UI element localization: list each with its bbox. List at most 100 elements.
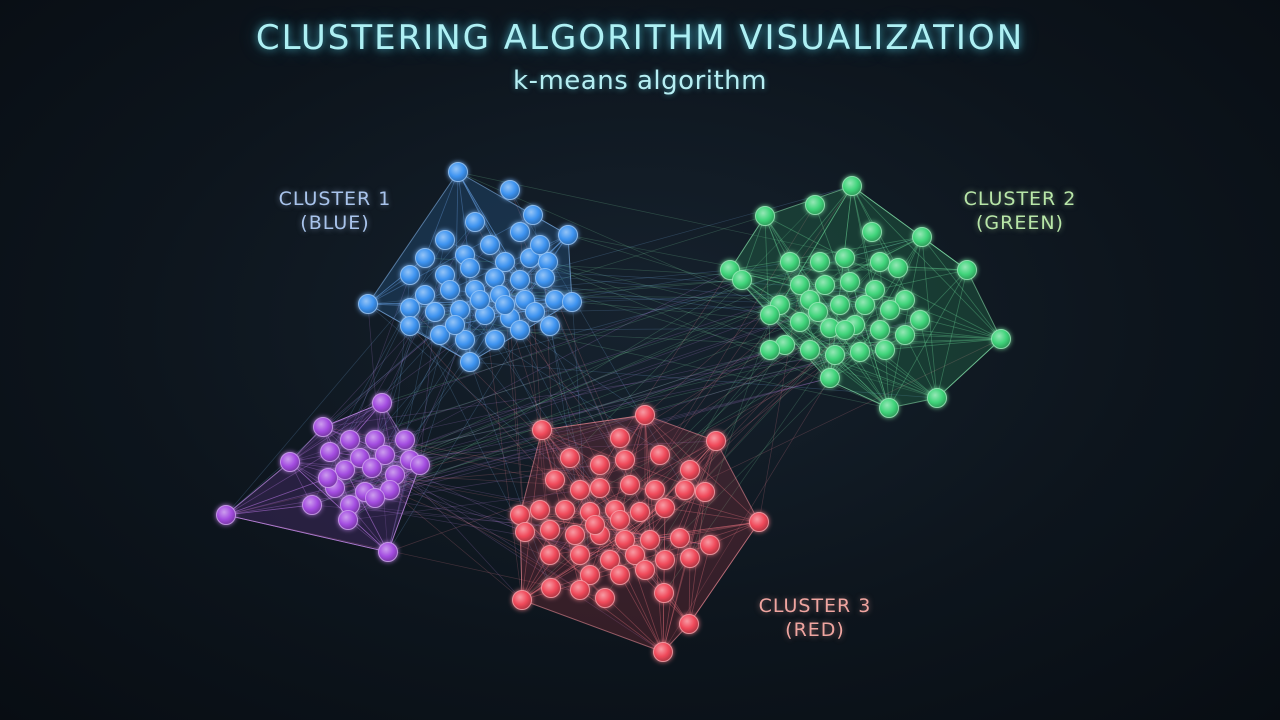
data-point bbox=[910, 310, 930, 330]
data-point bbox=[565, 525, 585, 545]
data-point bbox=[560, 448, 580, 468]
data-point bbox=[523, 205, 543, 225]
data-point bbox=[790, 275, 810, 295]
data-point bbox=[879, 398, 899, 418]
data-point bbox=[512, 590, 532, 610]
data-point bbox=[425, 302, 445, 322]
data-point bbox=[530, 500, 550, 520]
data-point bbox=[815, 275, 835, 295]
data-point bbox=[395, 430, 415, 450]
data-point bbox=[610, 428, 630, 448]
data-point bbox=[375, 445, 395, 465]
data-point bbox=[510, 505, 530, 525]
data-point bbox=[875, 340, 895, 360]
data-point bbox=[465, 212, 485, 232]
chart-title: CLUSTERING ALGORITHM VISUALIZATION bbox=[255, 18, 1025, 58]
data-point bbox=[870, 252, 890, 272]
data-point bbox=[706, 431, 726, 451]
data-point bbox=[870, 320, 890, 340]
data-point bbox=[440, 280, 460, 300]
data-point bbox=[820, 368, 840, 388]
data-point bbox=[372, 393, 392, 413]
data-point bbox=[610, 510, 630, 530]
data-point bbox=[850, 342, 870, 362]
data-point bbox=[760, 305, 780, 325]
data-point bbox=[302, 495, 322, 515]
data-point bbox=[670, 528, 690, 548]
data-point bbox=[510, 320, 530, 340]
data-point bbox=[957, 260, 977, 280]
data-point bbox=[645, 480, 665, 500]
data-point bbox=[654, 583, 674, 603]
data-point bbox=[610, 565, 630, 585]
data-point bbox=[675, 480, 695, 500]
data-point bbox=[338, 510, 358, 530]
data-point bbox=[862, 222, 882, 242]
data-point bbox=[570, 545, 590, 565]
data-point bbox=[635, 405, 655, 425]
data-point bbox=[912, 227, 932, 247]
data-point bbox=[650, 445, 670, 465]
data-point bbox=[927, 388, 947, 408]
data-point bbox=[749, 512, 769, 532]
data-point bbox=[830, 295, 850, 315]
data-point bbox=[865, 280, 885, 300]
data-point bbox=[448, 162, 468, 182]
cluster-2-label: CLUSTER 2 (GREEN) bbox=[920, 187, 1120, 235]
data-point bbox=[570, 480, 590, 500]
data-point bbox=[635, 560, 655, 580]
data-point bbox=[460, 258, 480, 278]
data-point bbox=[825, 345, 845, 365]
data-point bbox=[400, 316, 420, 336]
data-point bbox=[835, 320, 855, 340]
data-point bbox=[515, 522, 535, 542]
data-point bbox=[835, 248, 855, 268]
cluster-3-label-name: CLUSTER 3 bbox=[758, 595, 872, 617]
chart-subtitle: k-means algorithm bbox=[513, 66, 767, 96]
data-point bbox=[895, 290, 915, 310]
data-point bbox=[540, 520, 560, 540]
data-point bbox=[525, 302, 545, 322]
cluster-2-label-name: CLUSTER 2 bbox=[963, 188, 1077, 210]
data-point bbox=[495, 252, 515, 272]
cluster-3-label-color: (RED) bbox=[785, 619, 845, 641]
data-point bbox=[562, 292, 582, 312]
data-point bbox=[679, 614, 699, 634]
data-point bbox=[378, 542, 398, 562]
data-point bbox=[755, 206, 775, 226]
data-point bbox=[558, 225, 578, 245]
data-point bbox=[545, 290, 565, 310]
data-point bbox=[700, 535, 720, 555]
data-point bbox=[680, 460, 700, 480]
data-point bbox=[535, 268, 555, 288]
cluster-1-label-name: CLUSTER 1 bbox=[278, 188, 392, 210]
data-point bbox=[365, 488, 385, 508]
data-point bbox=[585, 515, 605, 535]
data-point bbox=[313, 417, 333, 437]
data-point bbox=[532, 420, 552, 440]
data-point bbox=[470, 290, 490, 310]
data-point bbox=[570, 580, 590, 600]
data-point bbox=[410, 455, 430, 475]
cluster-2-label-color: (GREEN) bbox=[976, 212, 1064, 234]
data-point bbox=[880, 300, 900, 320]
data-point bbox=[480, 235, 500, 255]
data-point bbox=[790, 312, 810, 332]
data-point bbox=[680, 548, 700, 568]
data-point bbox=[541, 578, 561, 598]
cluster-1-label: CLUSTER 1 (BLUE) bbox=[235, 187, 435, 235]
data-point bbox=[510, 270, 530, 290]
data-point bbox=[842, 176, 862, 196]
data-point bbox=[615, 530, 635, 550]
data-point bbox=[430, 325, 450, 345]
cluster-3-points bbox=[510, 405, 769, 662]
data-point bbox=[280, 452, 300, 472]
data-point bbox=[500, 180, 520, 200]
data-point bbox=[780, 252, 800, 272]
data-point bbox=[625, 545, 645, 565]
data-point bbox=[362, 458, 382, 478]
data-point bbox=[895, 325, 915, 345]
data-point bbox=[340, 430, 360, 450]
cluster-4-points bbox=[216, 393, 430, 562]
